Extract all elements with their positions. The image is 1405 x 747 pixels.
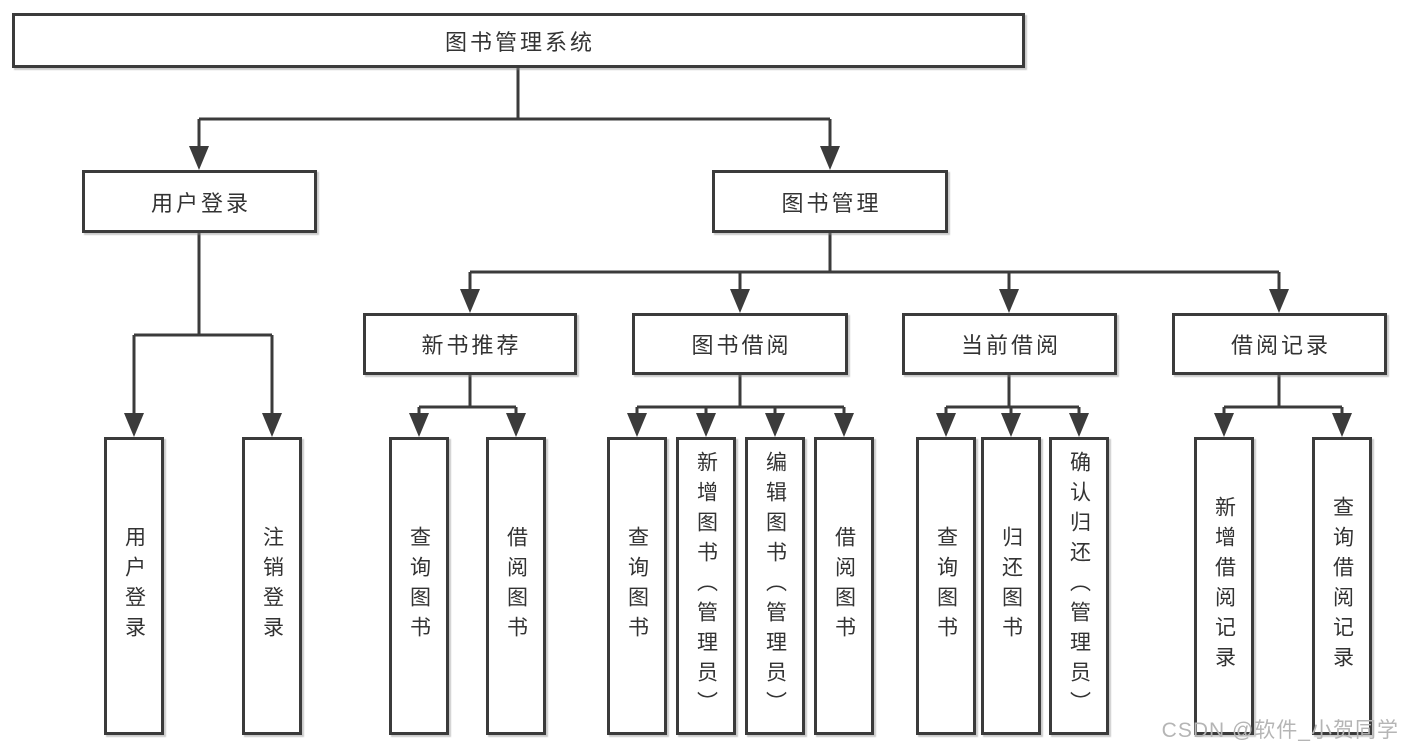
node-current-borrow: 当前借阅 <box>902 313 1117 375</box>
leaf-records-query: 查询借阅记录 <box>1312 437 1372 735</box>
node-book-borrow-label: 图书借阅 <box>691 333 792 358</box>
leaf-newbook-query: 查询图书 <box>389 437 449 735</box>
leaf-borrow-add-books-label: 新增图书（管理员） <box>694 451 718 721</box>
connector-paths <box>132 68 1344 413</box>
node-root-label: 图书管理系统 <box>444 29 595 55</box>
node-new-book-recommend: 新书推荐 <box>363 313 577 375</box>
leaf-records-add: 新增借阅记录 <box>1194 437 1254 735</box>
node-current-borrow-label: 当前借阅 <box>960 333 1061 358</box>
leaf-borrow-edit-books: 编辑图书（管理员） <box>745 437 805 735</box>
leaf-records-query-label: 查询借阅记录 <box>1330 496 1354 676</box>
leaf-user-login: 用户登录 <box>104 437 164 735</box>
leaf-newbook-borrow: 借阅图书 <box>486 437 546 735</box>
node-borrow-records: 借阅记录 <box>1172 313 1387 375</box>
node-user-login: 用户登录 <box>82 170 317 233</box>
node-root: 图书管理系统 <box>12 13 1025 68</box>
leaf-logout: 注销登录 <box>242 437 302 735</box>
node-user-login-label: 用户登录 <box>150 190 251 216</box>
leaf-borrow-add-books: 新增图书（管理员） <box>676 437 736 735</box>
leaf-borrow-query-books-label: 查询图书 <box>625 526 649 646</box>
node-book-management: 图书管理 <box>712 170 948 233</box>
leaf-current-confirm-return: 确认归还（管理员） <box>1049 437 1109 735</box>
leaf-user-login-label: 用户登录 <box>122 526 146 646</box>
arrowheads <box>124 146 1352 437</box>
leaf-current-confirm-return-label: 确认归还（管理员） <box>1067 451 1091 721</box>
leaf-current-query-label: 查询图书 <box>934 526 958 646</box>
node-book-management-label: 图书管理 <box>781 190 882 216</box>
leaf-borrow-borrow-books-label: 借阅图书 <box>832 526 856 646</box>
node-new-book-recommend-label: 新书推荐 <box>421 333 522 358</box>
leaf-newbook-borrow-label: 借阅图书 <box>504 526 528 646</box>
leaf-current-return: 归还图书 <box>981 437 1041 735</box>
node-book-borrow: 图书借阅 <box>632 313 848 375</box>
leaf-borrow-edit-books-label: 编辑图书（管理员） <box>763 451 787 721</box>
leaf-newbook-query-label: 查询图书 <box>407 526 431 646</box>
leaf-borrow-query-books: 查询图书 <box>607 437 667 735</box>
leaf-logout-label: 注销登录 <box>260 526 284 646</box>
node-borrow-records-label: 借阅记录 <box>1230 333 1331 358</box>
leaf-current-query: 查询图书 <box>916 437 976 735</box>
leaf-current-return-label: 归还图书 <box>999 526 1023 646</box>
leaf-records-add-label: 新增借阅记录 <box>1212 496 1236 676</box>
watermark-text: CSDN @软件_小贺同学 <box>1161 719 1399 742</box>
leaf-borrow-borrow-books: 借阅图书 <box>814 437 874 735</box>
